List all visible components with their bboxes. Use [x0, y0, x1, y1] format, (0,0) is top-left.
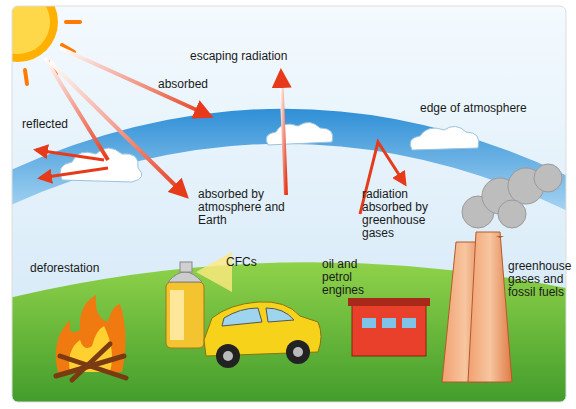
- label-text: escaping radiation: [190, 50, 287, 63]
- label-text: edge of atmosphere: [420, 102, 527, 115]
- label-text: CFCs: [226, 256, 257, 269]
- label-text: absorbed: [158, 78, 208, 91]
- label-text: oil and petrol engines: [322, 258, 384, 297]
- label-text: greenhouse gases and fossil fuels: [508, 260, 570, 299]
- label-text: absorbed by atmosphere and Earth: [198, 188, 298, 227]
- label-text: deforestation: [30, 262, 99, 275]
- label-text: radiation absorbed by greenhouse gases: [362, 188, 448, 240]
- label-text: reflected: [22, 118, 68, 131]
